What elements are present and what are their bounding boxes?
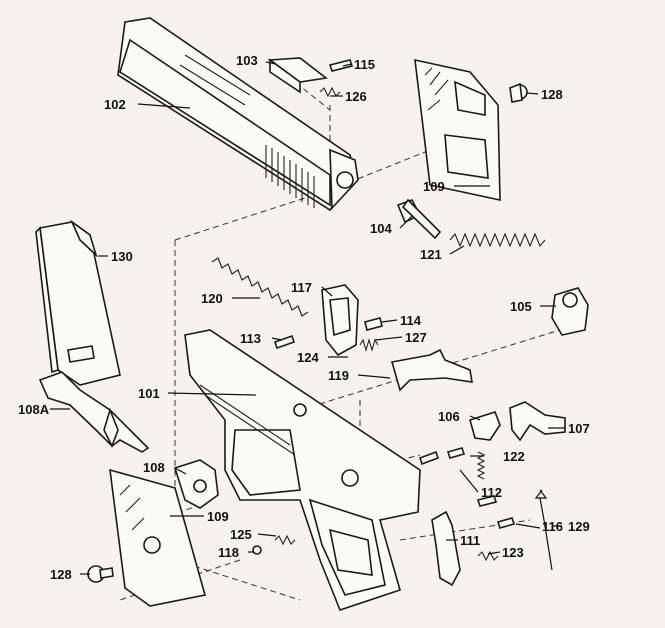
- callout-113: 113: [240, 331, 261, 346]
- callout-107: 107: [568, 421, 590, 436]
- recoil-guide-104: [396, 198, 442, 240]
- callout-114: 114: [400, 313, 421, 328]
- pin-113: [273, 334, 296, 350]
- trigger-111: [431, 510, 461, 587]
- callout-106: 106: [438, 409, 460, 424]
- callout-122: 122: [503, 449, 525, 464]
- callout-104: 104: [370, 221, 392, 236]
- spring-127: [359, 338, 379, 352]
- slide-102: [117, 17, 359, 212]
- callout-119: 119: [328, 368, 349, 383]
- slide-serrations: [265, 145, 315, 208]
- mainspring-120: [211, 257, 309, 317]
- callout-117: 117: [291, 280, 312, 295]
- callout-129: 129: [568, 519, 590, 534]
- leader-lines: [50, 61, 565, 575]
- detent-118: [252, 545, 262, 555]
- callout-108A: 108A: [18, 402, 50, 417]
- callout-118: 118: [218, 545, 239, 560]
- callout-120: 120: [201, 291, 223, 306]
- callout-128-bottom: 128: [50, 567, 72, 582]
- grip-screw-128-bottom: [87, 565, 114, 583]
- recoil-spring-121: [449, 232, 546, 248]
- callout-109-right: 109: [423, 179, 445, 194]
- grip-panel-109-left: [109, 468, 207, 607]
- callout-112: 112: [481, 485, 502, 500]
- callout-116: 116: [542, 519, 563, 534]
- callout-128-top: 128: [541, 87, 563, 102]
- rear-sight-103: [267, 57, 328, 94]
- pin-116: [496, 517, 516, 529]
- callout-130: 130: [111, 249, 133, 264]
- spring-123: [477, 550, 499, 562]
- spring-125: [274, 534, 296, 546]
- callout-111: 111: [460, 533, 481, 548]
- callout-108: 108: [143, 460, 165, 475]
- grip-screw-128-top: [509, 82, 528, 103]
- callout-101: 101: [138, 386, 160, 401]
- callout-109-left: 109: [207, 509, 229, 524]
- frame-101: [184, 329, 421, 611]
- callout-127: 127: [405, 330, 427, 345]
- pin-115: [328, 59, 354, 72]
- callout-126: 126: [345, 89, 367, 104]
- hammer-117: [321, 284, 359, 357]
- callout-115: 115: [354, 57, 375, 72]
- sear-119: [390, 348, 473, 392]
- callout-125: 125: [230, 527, 252, 542]
- pins-112: [418, 447, 498, 507]
- trigger-parts-106-107: [469, 401, 566, 442]
- thumb-safety-108: [173, 459, 219, 509]
- spring-126: [319, 86, 341, 98]
- magazine-130: [35, 219, 121, 386]
- barrel-bushing-105: [551, 287, 589, 336]
- grip-panel-109-right: [414, 58, 501, 201]
- callout-102: 102: [104, 97, 126, 112]
- callout-124: 124: [297, 350, 319, 365]
- callout-103: 103: [236, 53, 258, 68]
- callout-121: 121: [420, 247, 442, 262]
- callout-123: 123: [502, 545, 524, 560]
- pin-114: [364, 317, 383, 331]
- callout-105: 105: [510, 299, 532, 314]
- spring-129: [534, 489, 553, 571]
- slide-stop-108A: [38, 371, 150, 453]
